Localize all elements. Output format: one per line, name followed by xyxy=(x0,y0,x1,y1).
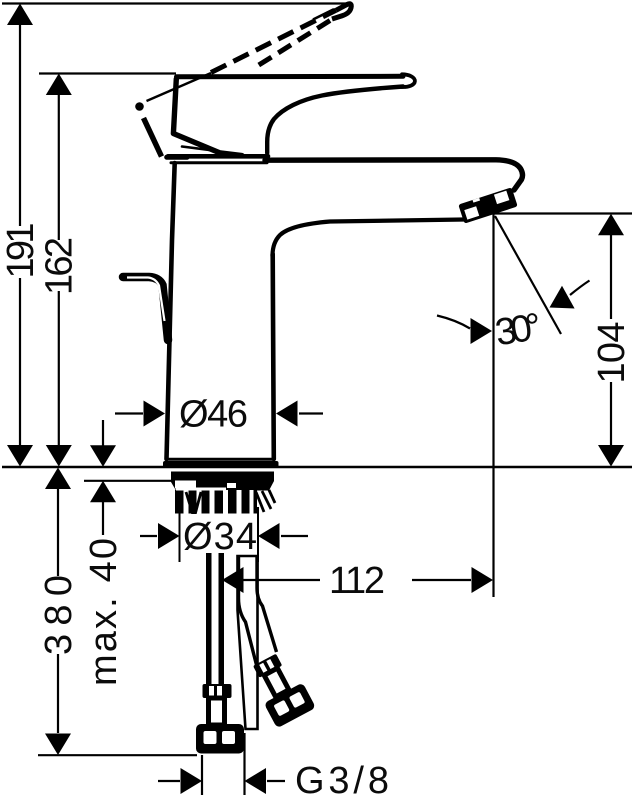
svg-text:191: 191 xyxy=(0,223,42,279)
svg-text:Ø34: Ø34 xyxy=(183,516,257,558)
svg-text:max. 40: max. 40 xyxy=(83,538,125,686)
svg-text:112: 112 xyxy=(329,560,385,602)
svg-text:30°: 30° xyxy=(492,306,544,355)
svg-text:G3/8: G3/8 xyxy=(295,760,389,800)
svg-text:162: 162 xyxy=(38,237,80,295)
svg-text:104: 104 xyxy=(591,322,632,384)
svg-text:Ø46: Ø46 xyxy=(179,394,248,436)
svg-text:380: 380 xyxy=(38,575,80,655)
